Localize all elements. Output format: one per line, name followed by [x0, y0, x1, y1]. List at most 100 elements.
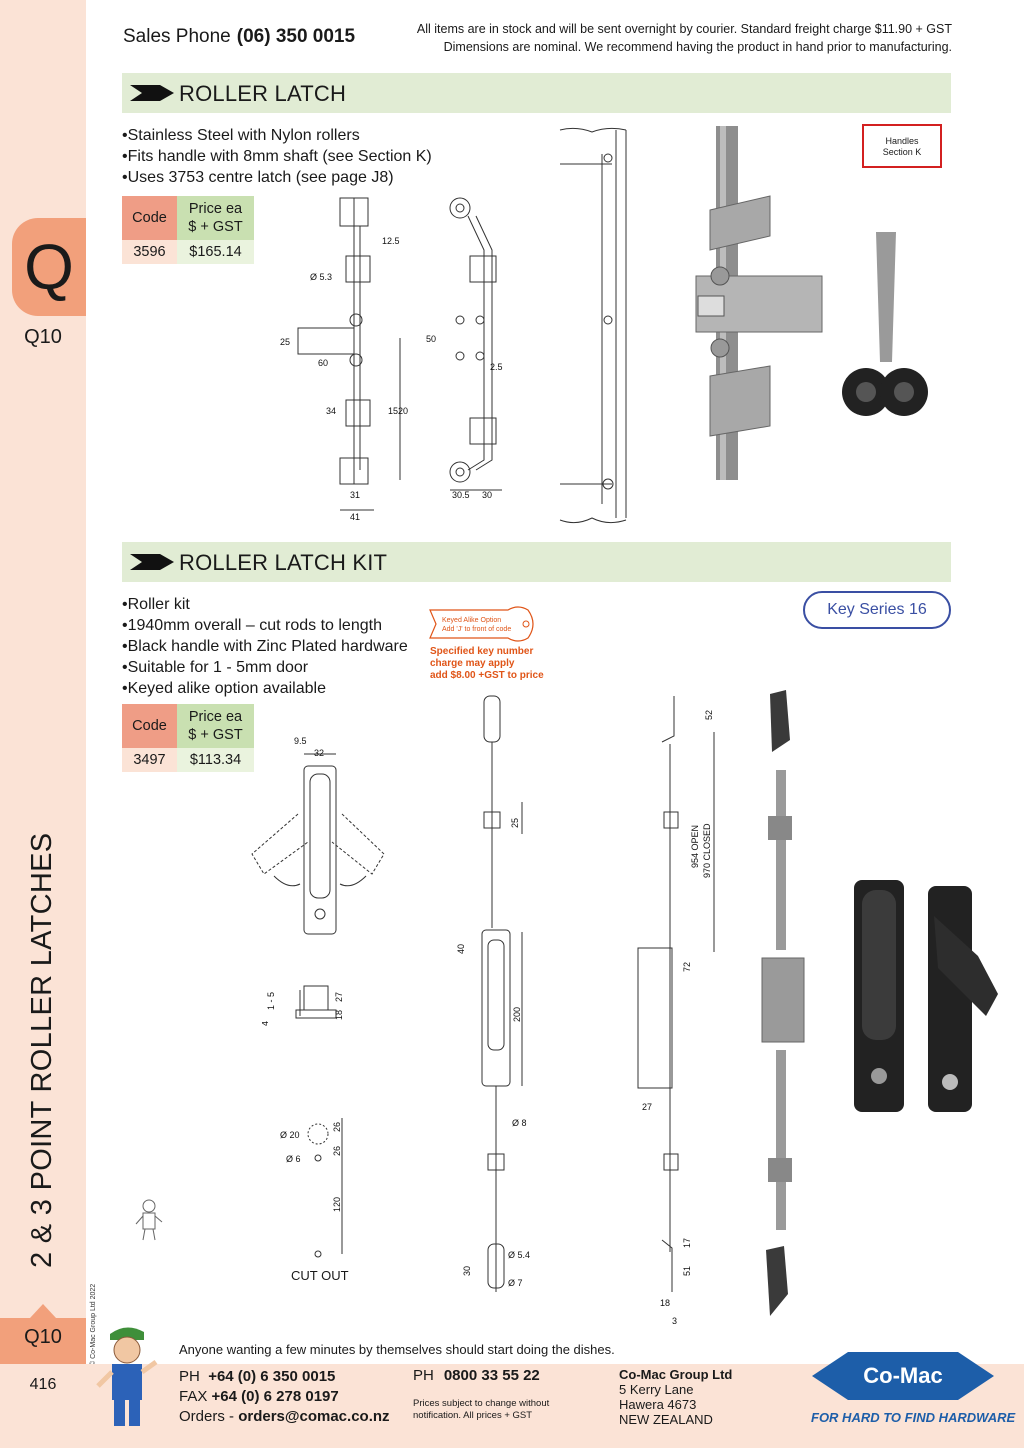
cutout-drawing: Ø 20 Ø 6 26 26 120: [280, 1118, 343, 1258]
dim-label: 25: [280, 337, 290, 347]
feature-item: 1940mm overall – cut rods to length: [122, 615, 408, 636]
tab-notch: [30, 1304, 56, 1318]
freephone-number[interactable]: 0800 33 55 22: [443, 1367, 540, 1384]
dim-label: 954 OPEN: [690, 825, 700, 868]
dim-label: 9.5: [294, 736, 307, 746]
dim-label: 2.5: [490, 362, 503, 372]
product-price: $165.14: [177, 240, 254, 264]
page-code: Q10: [24, 326, 62, 348]
bottom-page-code: Q10: [24, 1326, 62, 1348]
section-bar-roller-latch: ROLLER LATCH: [122, 73, 951, 113]
bottom-tab: [0, 1318, 86, 1364]
section-bar-roller-latch-kit: ROLLER LATCH KIT: [122, 542, 951, 582]
dim-label: 30: [462, 1266, 472, 1276]
dim-label: 120: [332, 1197, 342, 1212]
dim-label: 4: [262, 1021, 270, 1026]
product-code: 3596: [122, 240, 177, 264]
handle-side-drawing: 1 - 5 4 27 18: [262, 985, 344, 1026]
door-section-drawing: [559, 127, 627, 524]
mascot-icon: [96, 1327, 158, 1426]
orders-email[interactable]: orders@comac.co.nz: [238, 1408, 390, 1425]
dim-label: 72: [682, 962, 692, 972]
section-tab: Q: [12, 218, 86, 316]
dim-label: 27: [642, 1102, 652, 1112]
dim-label: 50: [426, 334, 436, 344]
code-header: Code: [122, 704, 177, 748]
header-note-line: All items are in stock and will be sent …: [416, 22, 952, 36]
price-table: Code Price ea$ + GST 3497 $113.34: [122, 704, 254, 772]
sales-phone: Sales Phone(06) 350 0015: [123, 26, 355, 48]
dim-label: 200: [512, 1007, 522, 1022]
kit-rods-photo: [761, 690, 805, 1316]
section-title: ROLLER LATCH KIT: [179, 550, 388, 575]
feature-item: Fits handle with 8mm shaft (see Section …: [122, 146, 432, 167]
price-header: Price ea$ + GST: [177, 196, 254, 240]
dim-label: 40: [456, 944, 466, 954]
footer-tagline: Anyone wanting a few minutes by themselv…: [179, 1342, 615, 1357]
roller-kit-features: Roller kit 1940mm overall – cut rods to …: [122, 594, 408, 699]
cutout-label: CUT OUT: [291, 1268, 349, 1283]
dim-label: Ø 8: [512, 1118, 527, 1128]
price-table: Code Price ea$ + GST 3596 $165.14: [122, 196, 254, 264]
feature-item: Stainless Steel with Nylon rollers: [122, 125, 432, 146]
phone-number[interactable]: +64 (0) 6 350 0015: [208, 1368, 336, 1385]
dim-label: 51: [682, 1266, 692, 1276]
dim-label: 18: [660, 1298, 670, 1308]
dim-label: Ø 5.4: [508, 1250, 530, 1260]
header-note: All items are in stock and will be sent …: [417, 20, 952, 56]
sales-number[interactable]: (06) 350 0015: [236, 26, 356, 47]
product-code: 3497: [122, 748, 177, 772]
dim-label: 31: [350, 490, 360, 500]
handle-drawing: 9.5 32: [251, 736, 385, 935]
dim-label: 52: [704, 710, 714, 720]
mascot-small-icon: [135, 1199, 163, 1241]
feature-item: Black handle with Zinc Plated hardware: [122, 636, 408, 657]
roller-latch-photo: [695, 126, 823, 480]
dim-label: 25: [510, 818, 520, 828]
roller-latch-features: Stainless Steel with Nylon rollers Fits …: [122, 125, 432, 188]
dim-label: 18: [334, 1010, 344, 1020]
page-number: 416: [29, 1376, 57, 1393]
dim-label: 26: [332, 1122, 342, 1132]
comac-logo: Co-Mac: [812, 1352, 994, 1400]
footer-contacts: PH +64 (0) 6 350 0015 FAX +64 (0) 6 278 …: [179, 1368, 390, 1425]
dim-label: 30: [482, 490, 492, 500]
kit-side-drawing: 52 954 OPEN 970 CLOSED 72 27 17 51 18 3: [637, 696, 715, 1326]
sales-label: Sales Phone: [123, 26, 231, 47]
dim-label: 970 CLOSED: [702, 823, 712, 878]
keyed-tag-text: Add 'J' to front of code: [442, 626, 511, 633]
dim-label: 41: [350, 512, 360, 522]
feature-item: Roller kit: [122, 594, 408, 615]
feature-item: Uses 3753 centre latch (see page J8): [122, 167, 432, 188]
fax-number: +64 (0) 6 278 0197: [211, 1388, 339, 1405]
dim-label: 26: [332, 1146, 342, 1156]
feature-item: Keyed alike option available: [122, 678, 408, 699]
dim-label: 27: [334, 992, 344, 1002]
key-series-badge[interactable]: Key Series 16: [803, 591, 951, 629]
dim-label: 1 - 5: [266, 992, 276, 1010]
keyed-tag-text: Keyed Alike Option: [442, 617, 501, 624]
dim-label: 12.5: [382, 236, 400, 246]
vertical-section-title: 2 & 3 POINT ROLLER LATCHES: [26, 832, 58, 1268]
arrow-icon: [130, 85, 174, 101]
dim-label: Ø 20: [280, 1130, 300, 1140]
kit-assembly-drawing: 25 40 200 Ø 8 Ø 5.4 30 Ø 7: [456, 695, 530, 1292]
dim-label: 17: [682, 1238, 692, 1248]
black-handle-photo: [854, 880, 998, 1112]
price-header: Price ea$ + GST: [177, 704, 254, 748]
company-address: Co-Mac Group Ltd 5 Kerry Lane Hawera 467…: [619, 1367, 733, 1427]
dim-label: Ø 7: [508, 1278, 523, 1288]
feature-item: Suitable for 1 - 5mm door: [122, 657, 408, 678]
code-header: Code: [122, 196, 177, 240]
nylon-roller-photo: [842, 232, 928, 416]
section-title: ROLLER LATCH: [179, 81, 347, 106]
dim-label: 60: [318, 358, 328, 368]
dim-label: Ø 6: [286, 1154, 301, 1164]
roller-latch-drawing: 12.5 Ø 5.3 25 60 34 1520 31 41 50 2.5 30…: [280, 197, 503, 522]
dim-label: 30.5: [452, 490, 470, 500]
header-note-line: Dimensions are nominal. We recommend hav…: [443, 40, 952, 54]
dim-label: 32: [314, 748, 324, 758]
